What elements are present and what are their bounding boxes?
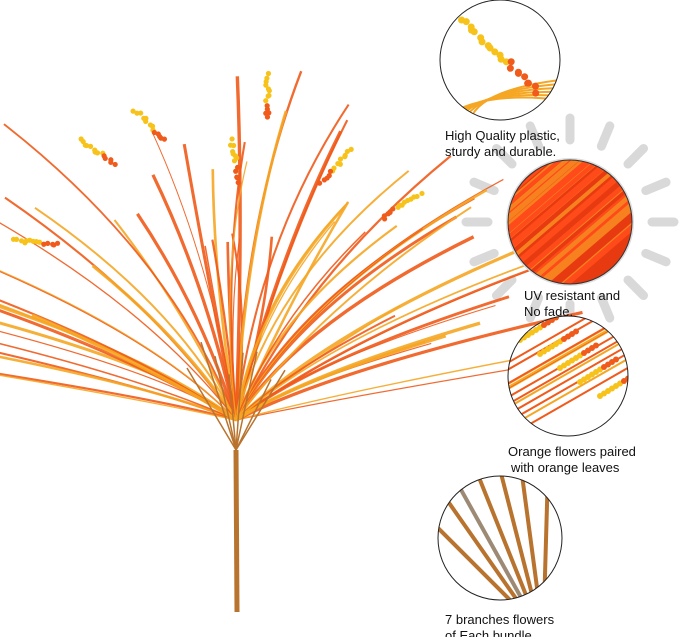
branch xyxy=(448,476,530,600)
leaf xyxy=(234,205,346,421)
leaf xyxy=(235,170,410,421)
sun-ray xyxy=(596,121,615,151)
leaf xyxy=(0,342,237,421)
leaf xyxy=(235,206,472,421)
leaf xyxy=(234,104,350,421)
leaf xyxy=(235,321,481,422)
leaf xyxy=(0,270,237,421)
flower-spike xyxy=(130,108,168,142)
sun-ray xyxy=(525,293,544,323)
branches-closeup-icon xyxy=(437,475,563,601)
feature-caption-quality: High Quality plastic, sturdy and durable… xyxy=(445,128,560,160)
branch xyxy=(542,476,550,600)
plastic-closeup-icon xyxy=(439,0,561,121)
leaf xyxy=(235,256,548,421)
caption-line: of Each bundle xyxy=(445,628,532,637)
caption-line: sturdy and durable. xyxy=(445,144,557,159)
leaf xyxy=(91,264,238,421)
leaf xyxy=(182,143,238,421)
leaf xyxy=(235,228,423,421)
caption-line: UV resistant and xyxy=(524,288,621,303)
flower-spike xyxy=(381,190,425,222)
branch xyxy=(438,488,526,600)
caption-line: Orange flowers paired xyxy=(508,444,636,459)
branch xyxy=(438,518,522,600)
leaf xyxy=(31,313,237,422)
leaf xyxy=(0,355,237,422)
sun-ray xyxy=(469,177,499,196)
feature-caption-uv: UV resistant and No fade. xyxy=(524,288,620,320)
feature-caption-colors: Orange flowers paired with orange leaves xyxy=(508,444,636,476)
leaf xyxy=(3,123,237,421)
sun-ray xyxy=(641,177,671,196)
uv-sun-closeup-icon xyxy=(506,158,634,286)
plant-bundle xyxy=(0,70,583,613)
caption-line: No fade. xyxy=(524,304,574,319)
leaf xyxy=(229,161,248,421)
sun-ray xyxy=(641,248,671,267)
sun-ray xyxy=(525,121,544,151)
flower-spike xyxy=(10,236,61,248)
branch xyxy=(493,476,538,600)
caption-line: with orange leaves xyxy=(511,460,620,475)
leaf xyxy=(235,310,583,422)
sun-ray xyxy=(596,293,615,323)
leaf xyxy=(234,76,242,421)
sun-ray xyxy=(491,143,517,169)
leaf xyxy=(34,206,237,421)
flower-spike xyxy=(227,136,241,186)
flower-spike xyxy=(316,146,354,186)
leaf xyxy=(235,260,553,421)
leaf xyxy=(0,374,237,421)
leaf xyxy=(0,222,237,421)
leaf xyxy=(235,368,511,421)
leaf xyxy=(235,231,366,421)
sun-ray xyxy=(491,275,517,301)
sun-ray xyxy=(469,248,499,267)
leaf xyxy=(234,154,452,421)
branch xyxy=(468,476,534,600)
caption-line: High Quality plastic, xyxy=(445,128,560,143)
leaf xyxy=(235,352,548,421)
flower-spike xyxy=(263,70,272,120)
flower-spike xyxy=(78,136,118,168)
leaf xyxy=(4,196,237,421)
feature-caption-branches: 7 branches flowers of Each bundle xyxy=(445,612,554,637)
caption-line: 7 branches flowers xyxy=(445,612,555,627)
leaf xyxy=(234,119,349,421)
sun-ray xyxy=(623,143,649,169)
leaf xyxy=(136,212,238,421)
sun-ray xyxy=(623,275,649,301)
branch xyxy=(518,476,542,600)
